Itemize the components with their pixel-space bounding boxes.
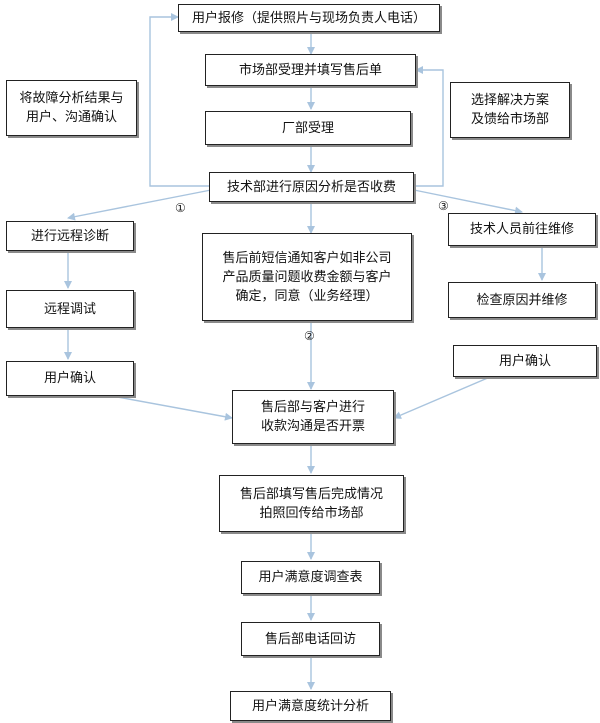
arrow-confirm-right-to-comm xyxy=(393,376,491,419)
node-after-sales-communication: 售后部与客户进行 收款沟通是否开票 xyxy=(232,390,394,444)
node-user-confirm-right: 用户确认 xyxy=(453,345,597,377)
node-satisfaction-stats: 用户满意度统计分析 xyxy=(230,691,391,721)
loop-left-to-report xyxy=(149,13,211,187)
marker-2: ② xyxy=(304,329,315,343)
node-label: 用户确认 xyxy=(43,371,96,386)
note-line: 将故障分析结果与 xyxy=(19,91,124,106)
loop-right-to-market xyxy=(414,66,444,187)
node-line: 售后前短信通知客户如非公司 xyxy=(222,250,392,266)
note-line: 及馈给市场部 xyxy=(470,112,549,127)
node-user-confirm-left: 用户确认 xyxy=(6,361,134,396)
node-line: 拍照回传给市场部 xyxy=(259,505,364,521)
node-label: 用户满意度统计分析 xyxy=(251,698,369,714)
node-label: 技术人员前往维修 xyxy=(469,222,574,237)
node-remote-debug: 远程调试 xyxy=(6,290,134,328)
marker-3: ③ xyxy=(438,199,449,213)
node-line: 售后部与客户进行 xyxy=(260,400,365,415)
node-fill-completion: 售后部填写售后完成情况 拍照回传给市场部 xyxy=(219,475,404,532)
node-check-repair: 检查原因并维修 xyxy=(448,282,596,318)
note-line: 用户、沟通确认 xyxy=(25,110,117,125)
node-sms-notice: 售后前短信通知客户如非公司 产品质量问题收费金额与客户 确定，同意（业务经理） xyxy=(202,233,412,321)
node-label: 售后部电话回访 xyxy=(264,631,356,647)
node-market-accept: 市场部受理并填写售后单 xyxy=(205,54,416,86)
arrow-tech-to-remote xyxy=(67,189,212,221)
note-choose-plan: 选择解决方案 及馈给市场部 xyxy=(450,82,570,138)
node-label: 厂部受理 xyxy=(281,120,334,136)
arrow-tech-to-onsite xyxy=(413,189,523,215)
node-label: 用户报修（提供照片与现场负责人电话） xyxy=(191,10,426,26)
node-label: 用户确认 xyxy=(498,353,551,369)
node-tech-onsite: 技术人员前往维修 xyxy=(448,213,596,246)
node-line: 售后部填写售后完成情况 xyxy=(239,486,383,502)
note-confirm-with-user: 将故障分析结果与 用户、沟通确认 xyxy=(6,80,137,136)
node-line: 收款沟通是否开票 xyxy=(260,419,365,434)
node-user-report: 用户报修（提供照片与现场负责人电话） xyxy=(178,4,440,32)
node-line: 确定，同意（业务经理） xyxy=(235,288,379,304)
node-tech-analysis: 技术部进行原因分析是否收费 xyxy=(209,172,414,202)
node-label: 市场部受理并填写售后单 xyxy=(238,62,382,78)
node-label: 用户满意度调查表 xyxy=(258,570,363,585)
arrow-confirm-left-to-comm xyxy=(111,395,233,421)
node-label: 进行远程诊断 xyxy=(30,228,109,244)
node-label: 检查原因并维修 xyxy=(476,292,568,308)
node-factory-accept: 厂部受理 xyxy=(205,111,411,145)
marker-1: ① xyxy=(175,201,186,215)
node-line: 产品质量问题收费金额与客户 xyxy=(222,269,392,285)
node-label: 技术部进行原因分析是否收费 xyxy=(226,179,396,195)
node-remote-diagnosis: 进行远程诊断 xyxy=(6,221,134,251)
note-line: 选择解决方案 xyxy=(470,93,549,108)
node-satisfaction-survey: 用户满意度调查表 xyxy=(241,561,380,594)
node-phone-visit: 售后部电话回访 xyxy=(241,622,380,656)
node-label: 远程调试 xyxy=(43,301,96,317)
